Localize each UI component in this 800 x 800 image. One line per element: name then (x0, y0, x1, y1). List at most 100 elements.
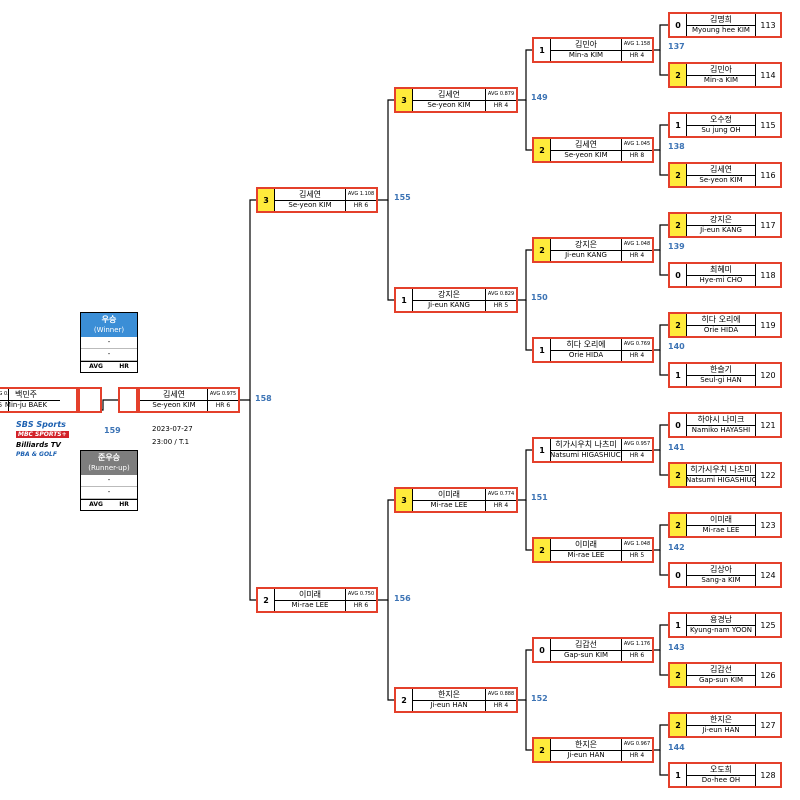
player-hr: HR 4 (629, 52, 645, 59)
runnerup-hr-label: HR (119, 501, 129, 508)
player-score: 2 (396, 689, 413, 711)
player-avg: AVG 1.108 (346, 189, 376, 201)
player-score: 2 (670, 64, 687, 86)
player-name-en: Min-a KIM (703, 76, 739, 84)
player-name-en: Do-hee OH (701, 776, 741, 784)
match-number: 155 (394, 193, 411, 202)
player-avg: AVG 1.158 (622, 39, 652, 51)
player-name-kr: 김세연 (686, 164, 756, 176)
player-hr: HR 6 (215, 402, 231, 409)
match-number: 143 (668, 643, 685, 652)
player-seed: 122 (755, 464, 780, 486)
player-name-kr: 김민아 (686, 64, 756, 76)
match-number: 149 (531, 93, 548, 102)
final-player-right: 김세연 Se-yeon KIM AVG 0.975 HR 6 (138, 387, 240, 413)
player-name-en: Hye-mi CHO (699, 276, 743, 284)
player-score: 1 (670, 364, 687, 386)
player-name-kr: 최혜미 (686, 264, 756, 276)
player-score: 2 (670, 464, 687, 486)
final-match-number: 159 (104, 426, 121, 435)
player-score: 3 (396, 489, 413, 511)
player-avg: AVG 0.769 (622, 339, 652, 351)
player-seed: 115 (755, 114, 780, 136)
player-score: 1 (534, 439, 551, 461)
player-name-en: Myoung hee KIM (692, 26, 750, 34)
match-number: 138 (668, 142, 685, 151)
player-name-kr: 김세연 (274, 189, 346, 201)
player-hr: HR 4 (493, 702, 509, 709)
player-name-en: Se-yeon KIM (699, 176, 743, 184)
player-name-kr: 히다 오리에 (686, 314, 756, 326)
player-score: 2 (670, 214, 687, 236)
player-name-kr: 강지은 (550, 239, 622, 251)
player-name-en: Mi-rae LEE (567, 551, 605, 559)
match-number: 152 (531, 694, 548, 703)
player-name-kr: 김명희 (686, 14, 756, 26)
player-name-en: Seul-gi HAN (700, 376, 742, 384)
player-score: 0 (670, 14, 687, 36)
player-name-kr: 김상아 (686, 564, 756, 576)
player-name-kr: 백민주 (0, 389, 60, 401)
runnerup-avg-label: AVG (89, 501, 103, 508)
player-name-en: Mi-rae LEE (702, 526, 740, 534)
player-name-en: Mi-rae LEE (291, 601, 329, 609)
player-name-en: Namiko HAYASHI (691, 426, 751, 434)
player-score: 2 (670, 664, 687, 686)
winner-title: 우승 (101, 315, 117, 324)
player-name-en: Ji-eun KANG (565, 251, 607, 259)
player-avg: AVG 0.888 (486, 689, 516, 701)
player-name-kr: 한지은 (412, 689, 486, 701)
player-score: 1 (534, 339, 551, 361)
player-seed: 120 (755, 364, 780, 386)
player-name-kr: 김세연 (140, 389, 208, 401)
player-avg: AVG 0.750 (346, 589, 376, 601)
final-score-right (118, 387, 138, 413)
player-score: 3 (258, 189, 275, 211)
final-score-left (78, 387, 102, 413)
player-hr: HR 4 (493, 502, 509, 509)
player-hr: 6 (0, 400, 8, 411)
match-number: 151 (531, 493, 548, 502)
final-date: 2023-07-27 (152, 425, 193, 433)
player-name-kr: 김민아 (550, 39, 622, 51)
match-number: 156 (394, 594, 411, 603)
player-name-kr: 이미래 (274, 589, 346, 601)
player-score: 0 (670, 264, 687, 286)
player-name-kr: 김세언 (412, 89, 486, 101)
sbs-sports-logo: SBS Sports (16, 420, 66, 429)
player-seed: 116 (755, 164, 780, 186)
player-name-kr: 히다 오리에 (550, 339, 622, 351)
player-name-kr: 한지은 (686, 714, 756, 726)
player-name-kr: 히가시우치 나츠미 (550, 439, 622, 451)
player-score: 2 (534, 539, 551, 561)
player-score: 1 (670, 614, 687, 636)
player-avg: AVG 0.957 (622, 439, 652, 451)
